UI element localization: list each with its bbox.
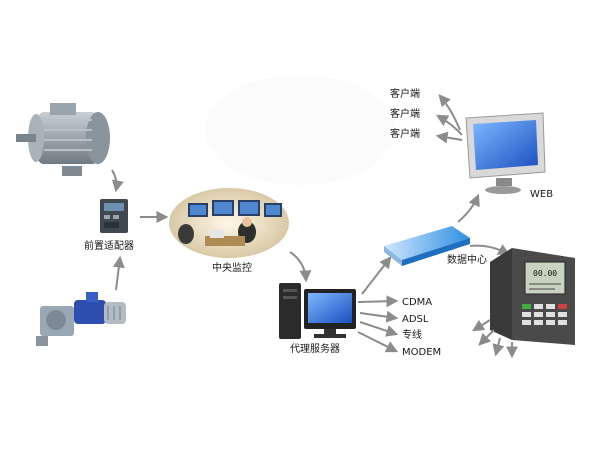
- device-display-readout: 00.00: [533, 269, 557, 278]
- front-adapter-label: 前置适配器: [84, 239, 134, 252]
- arrow-datacenter-to-web: [457, 193, 480, 223]
- arrow-monitor-to-proxy: [289, 251, 312, 283]
- proxy-server-icon: [279, 283, 356, 339]
- arrow-proxy-to-datacenter: [361, 256, 392, 295]
- data-center-icon: [384, 226, 470, 266]
- link-label-cdma: CDMA: [402, 297, 432, 308]
- central-monitor-icon: [169, 188, 289, 258]
- arrow-motor-to-adapter: [111, 169, 124, 193]
- link-label-adsl: ADSL: [402, 314, 429, 325]
- link-label-dedicated: 专线: [402, 328, 422, 341]
- central-monitor-label: 中央监控: [212, 261, 252, 274]
- client-arrows: [435, 94, 463, 144]
- client-label-2: 客户端: [390, 107, 420, 120]
- client-label-1: 客户端: [390, 87, 420, 100]
- proxy-server-label: 代理服务器: [290, 342, 340, 355]
- gear-motor-icon: [36, 292, 126, 346]
- link-arrows: [357, 295, 399, 353]
- client-label-3: 客户端: [390, 127, 420, 140]
- front-adapter-icon: [100, 199, 128, 233]
- arrow-gearmotor-to-adapter: [112, 255, 125, 291]
- arrow-datacenter-to-device: [469, 244, 511, 256]
- motor-icon: [16, 103, 110, 176]
- background-blob: [205, 75, 395, 185]
- web-monitor-icon: [465, 112, 546, 194]
- data-center-label: 数据中心: [447, 253, 487, 266]
- link-label-modem: MODEM: [402, 347, 441, 358]
- web-label: WEB: [530, 189, 553, 200]
- device-output-arrows: [471, 319, 518, 359]
- field-controller-icon: 00.00: [490, 248, 575, 345]
